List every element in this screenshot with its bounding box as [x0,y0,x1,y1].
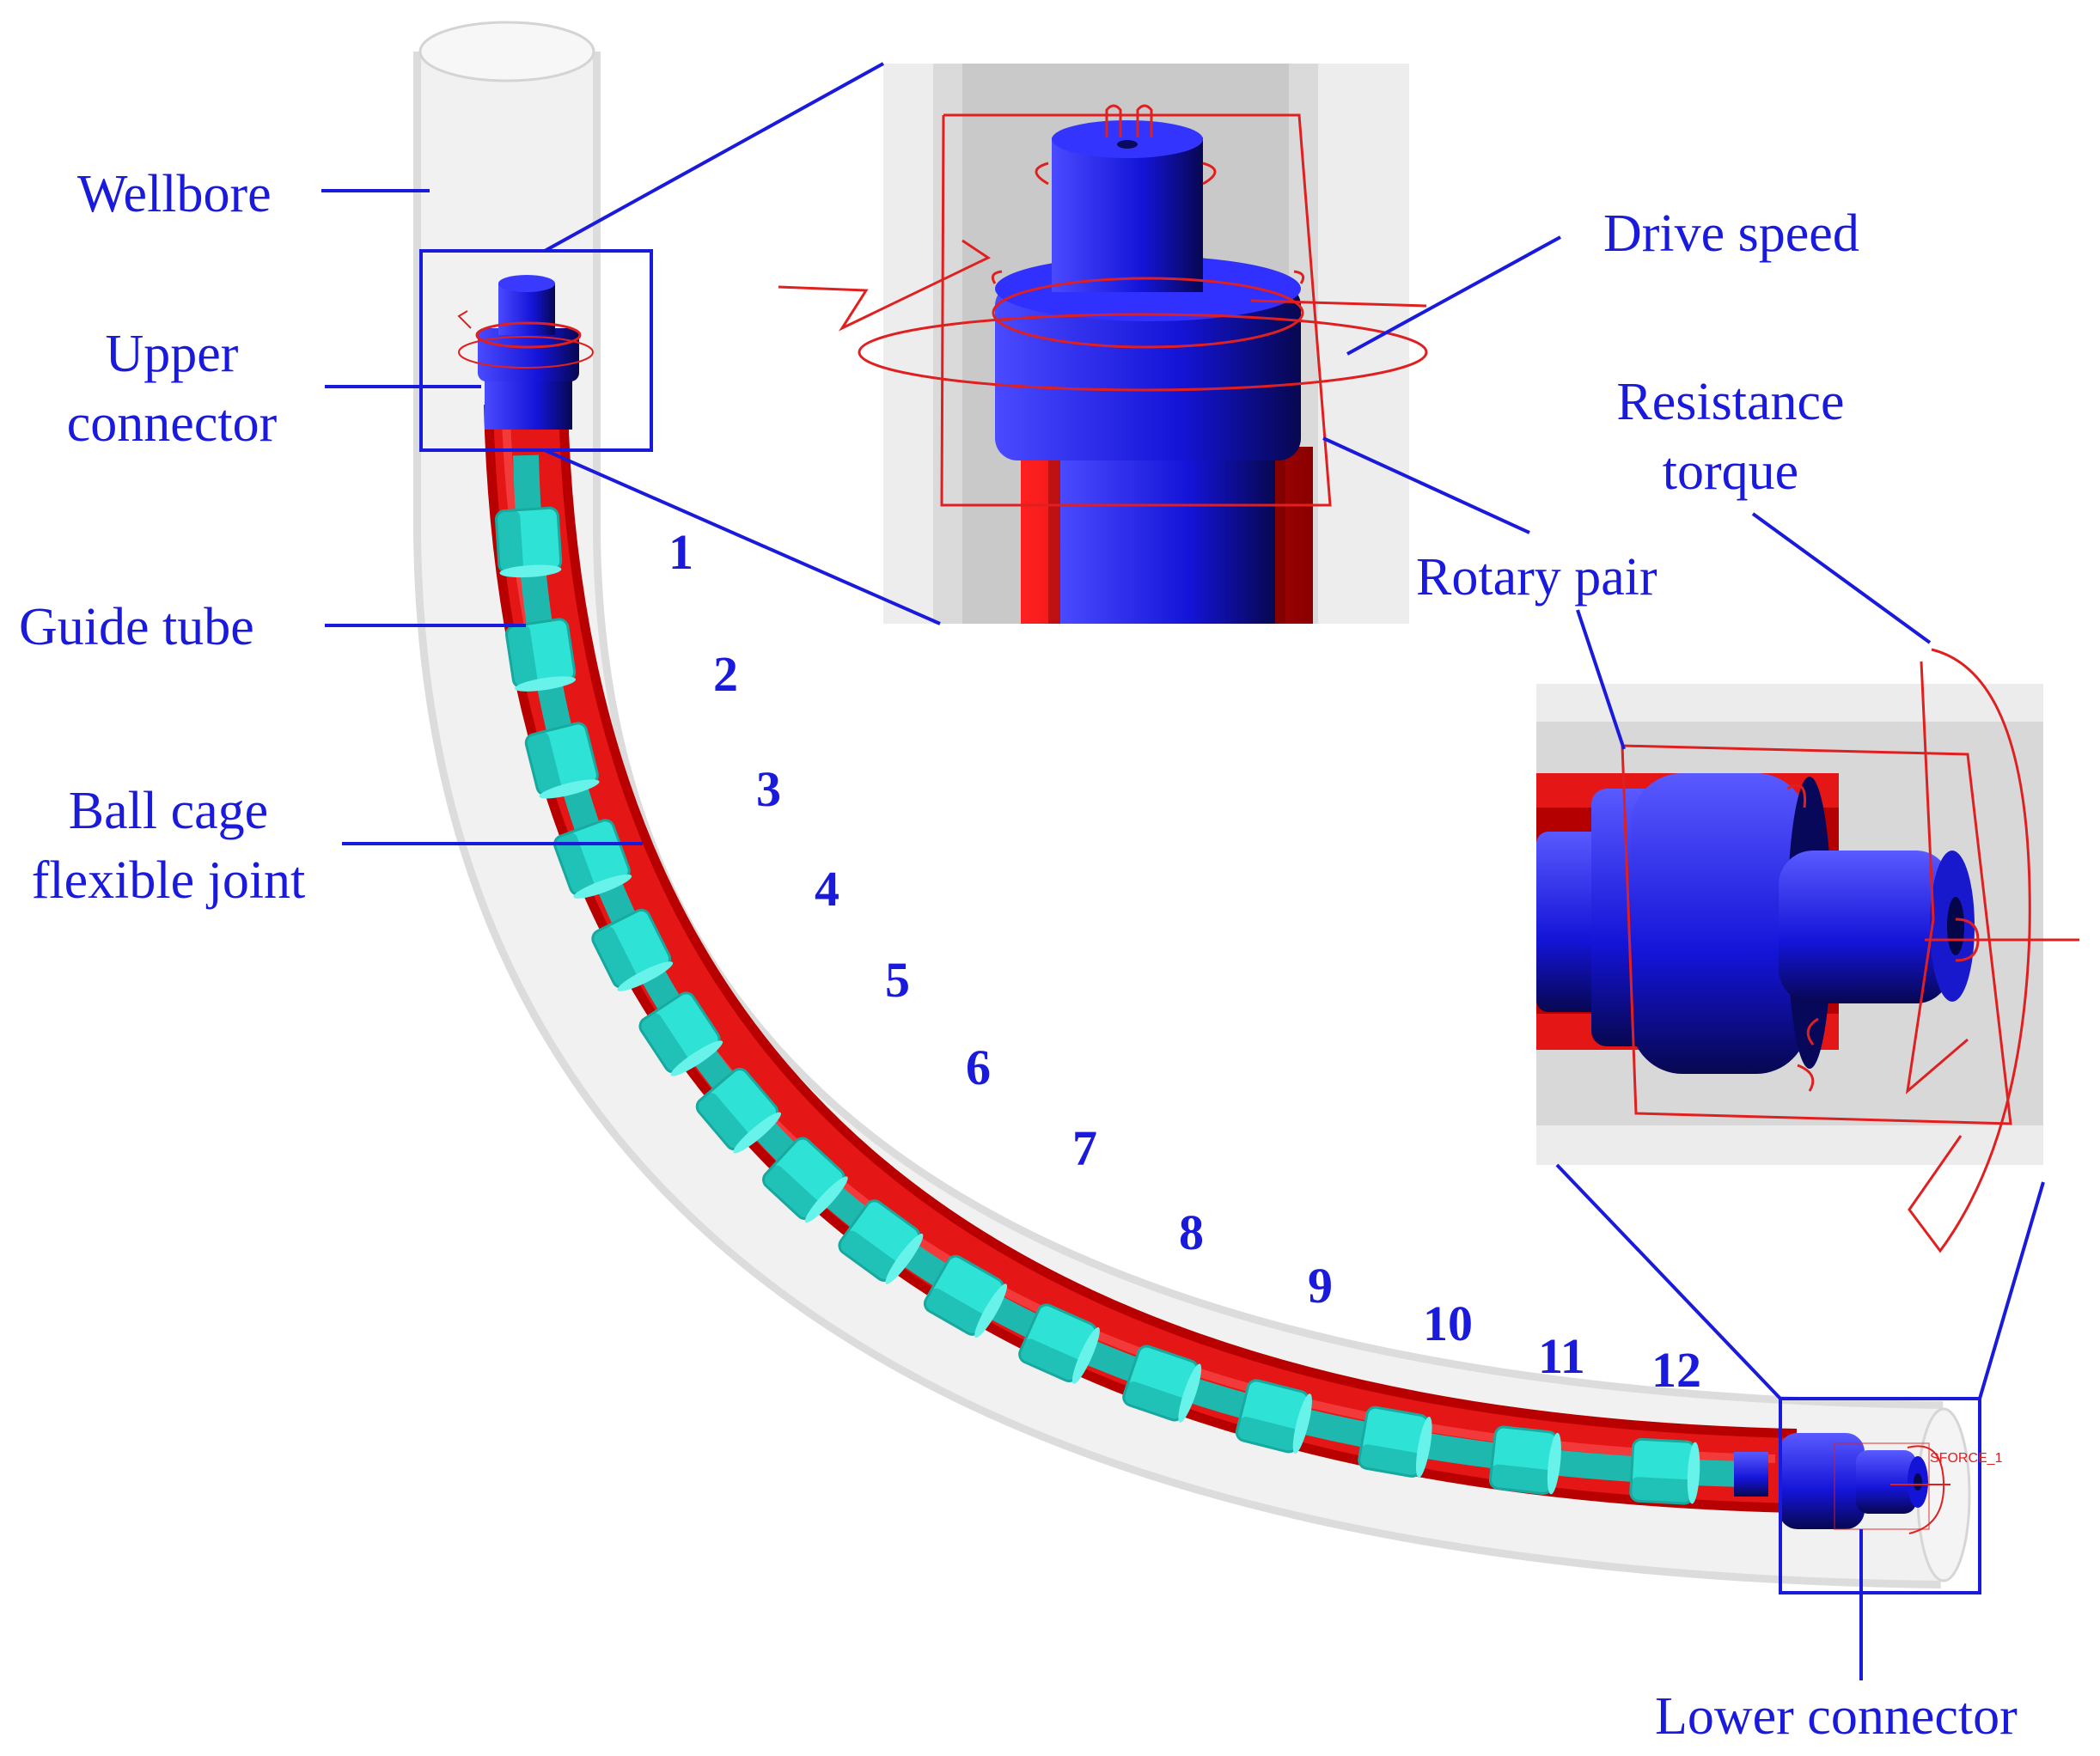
joint-number: 9 [1308,1258,1333,1314]
sforce-tag: SFORCE_1 [1930,1451,2003,1466]
joint-number: 12 [1651,1342,1701,1398]
joint-segment [1358,1405,1432,1479]
lower-inset [1536,648,2079,1253]
joint-number: 2 [713,646,738,702]
joint-number: 11 [1538,1328,1585,1384]
upper-inset [778,64,1428,624]
joint-segment [1235,1379,1312,1454]
upper-callout-box [419,249,653,452]
lower-connector-label: Lower connector [1655,1687,2018,1746]
ball-cage-line1: Ball cage [68,782,269,840]
joint-segment [1122,1344,1202,1423]
joint-segment [923,1254,1008,1338]
joint-segment [494,506,563,578]
ball-cage-flexible-joint [494,506,1700,1505]
upper-connector-model [457,275,594,430]
ball-cage-label: Ball cage flexible joint [32,777,306,915]
joint-number: 4 [815,861,839,917]
rotary-pair-label: Rotary pair [1416,548,1657,607]
wellbore-top-cap [418,21,595,82]
guide-tube-label: Guide tube [19,598,254,656]
upper-connector-line1: Upper [105,325,239,383]
joint-segment [762,1137,848,1223]
joint-number: 3 [756,761,781,817]
joint-number: 5 [885,952,910,1008]
joint-segment [1018,1303,1100,1384]
joint-number: 1 [668,524,693,580]
joint-number: 8 [1179,1204,1204,1260]
drive-speed-label: Drive speed [1603,204,1859,263]
joint-segment [504,618,577,692]
joint-segment [1488,1425,1561,1495]
joint-segment [524,722,600,799]
joint-number: 7 [1072,1120,1097,1176]
joint-segment [591,908,674,991]
resistance-torque-line2: torque [1662,442,1799,501]
upper-connector-line2: connector [66,393,278,453]
resistance-torque-label: Resistance torque [1616,368,1844,506]
joint-number: 10 [1423,1296,1473,1351]
upper-connector-label: Upper connector [67,320,277,458]
lower-callout-box [1779,1397,1981,1594]
joint-segment [695,1067,782,1154]
joint-segment [638,991,723,1076]
joint-segment [1629,1437,1700,1505]
resistance-torque-line1: Resistance [1616,373,1845,431]
joint-segment [553,819,632,899]
joint-number: 6 [966,1040,991,1095]
ball-cage-line2: flexible joint [31,851,306,910]
lower-connector-model [1734,1433,1950,1534]
joint-segment [838,1199,924,1284]
leader-lines [321,62,2045,1680]
wellbore-label: Wellbore [77,165,272,223]
